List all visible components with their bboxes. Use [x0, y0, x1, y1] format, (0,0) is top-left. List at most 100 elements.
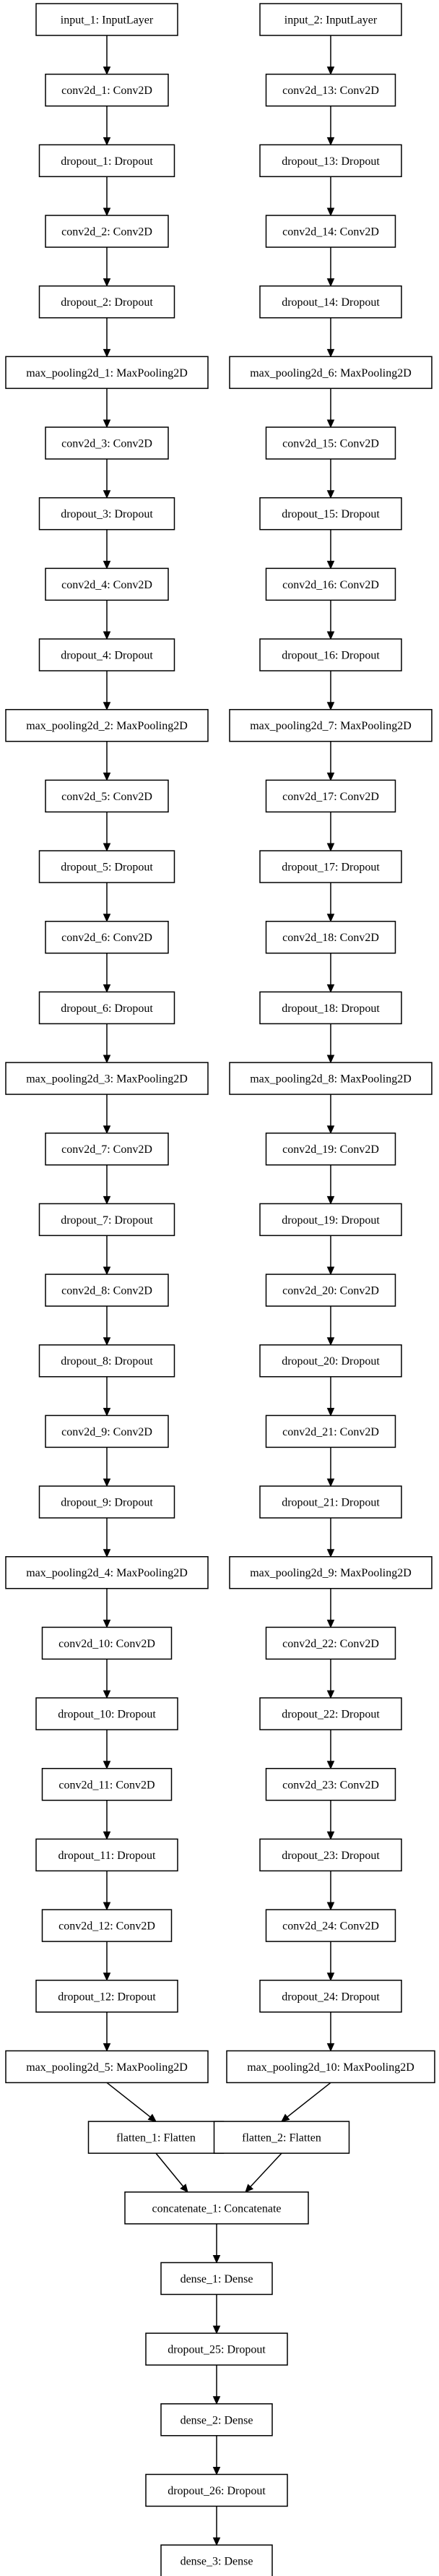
layer-box [35, 1697, 178, 1730]
layer-node-dropout-26: dropout_26: Dropout [145, 2473, 288, 2507]
layer-label: max_pooling2d_5: MaxPooling2D [26, 2061, 188, 2074]
edge-right-0 [326, 35, 335, 75]
layer-node-conv2d-16: conv2d_16: Conv2D [265, 567, 396, 601]
layer-label: conv2d_16: Conv2D [282, 579, 379, 591]
layer-label: conv2d_8: Conv2D [61, 1285, 152, 1297]
layer-label: conv2d_6: Conv2D [61, 932, 152, 944]
layer-node-conv2d-2: conv2d_2: Conv2D [45, 215, 169, 248]
layer-node-dropout-21: dropout_21: Dropout [259, 1485, 402, 1519]
edge-left-3 [103, 247, 111, 287]
layer-node-max-pooling2d-7: max_pooling2d_7: MaxPooling2D [229, 708, 433, 742]
arrowhead [326, 1619, 335, 1628]
layer-box [45, 920, 169, 954]
layer-label: max_pooling2d_6: MaxPooling2D [250, 367, 412, 379]
layer-box [41, 1626, 173, 1660]
edge-left-17 [103, 1235, 111, 1276]
layer-node-conv2d-24: conv2d_24: Conv2D [265, 1909, 396, 1942]
layer-box [45, 73, 169, 107]
layer-box [259, 144, 402, 178]
arrowhead [326, 1055, 335, 1064]
layer-node-conv2d-15: conv2d_15: Conv2D [265, 426, 396, 460]
edge-left-8 [103, 600, 111, 640]
layer-node-dropout-5: dropout_5: Dropout [38, 850, 175, 883]
edge-left-18 [103, 1306, 111, 1346]
layer-label: concatenate_1: Concatenate [152, 2202, 281, 2215]
edge-right-23 [326, 1659, 335, 1699]
edge-right-29 [281, 2082, 331, 2122]
arrowhead [103, 1478, 111, 1487]
layer-node-dropout-16: dropout_16: Dropout [259, 638, 402, 671]
arrowhead [103, 348, 111, 358]
edge-right-2 [326, 176, 335, 217]
layer-box [259, 1838, 402, 1872]
layer-label: dropout_18: Dropout [282, 1003, 380, 1015]
edge-merged-1 [212, 2294, 221, 2335]
layer-node-max-pooling2d-5: max_pooling2d_5: MaxPooling2D [5, 2050, 209, 2084]
layer-node-conv2d-11: conv2d_11: Conv2D [41, 1768, 173, 1801]
edge-left-22 [103, 1588, 111, 1628]
layer-label: conv2d_24: Conv2D [282, 1920, 379, 1933]
layer-node-conv2d-9: conv2d_9: Conv2D [45, 1414, 169, 1448]
layer-label: max_pooling2d_7: MaxPooling2D [250, 720, 412, 732]
layer-label: conv2d_3: Conv2D [61, 438, 152, 450]
edge-right-16 [326, 1164, 335, 1205]
arrowhead [103, 1337, 111, 1346]
layer-node-max-pooling2d-4: max_pooling2d_4: MaxPooling2D [5, 1555, 209, 1589]
edge-left-25 [103, 1800, 111, 1840]
layer-node-conv2d-22: conv2d_22: Conv2D [265, 1626, 396, 1660]
layer-label: max_pooling2d_3: MaxPooling2D [26, 1073, 188, 1086]
edge-left-23 [103, 1659, 111, 1699]
arrowhead [103, 631, 111, 640]
layer-node-dropout-6: dropout_6: Dropout [38, 991, 175, 1025]
layer-label: dropout_25: Dropout [168, 2344, 266, 2356]
layer-node-max-pooling2d-10: max_pooling2d_10: MaxPooling2D [226, 2050, 435, 2084]
layer-node-dropout-15: dropout_15: Dropout [259, 497, 402, 531]
edge-left-27 [103, 1941, 111, 1981]
layer-node-dropout-1: dropout_1: Dropout [38, 144, 175, 178]
edge-right-5 [326, 388, 335, 429]
layer-node-conv2d-21: conv2d_21: Conv2D [265, 1414, 396, 1448]
layer-node-conv2d-8: conv2d_8: Conv2D [45, 1274, 169, 1307]
layer-node-conv2d-5: conv2d_5: Conv2D [45, 779, 169, 813]
layer-box [160, 2403, 273, 2437]
layer-node-flatten-2: flatten_2: Flatten [213, 2121, 350, 2154]
layer-box [35, 1838, 178, 1872]
edge-left-24 [103, 1730, 111, 1769]
layer-box [5, 2050, 209, 2084]
edge-left-6 [103, 459, 111, 499]
layer-node-dropout-19: dropout_19: Dropout [259, 1203, 402, 1237]
edge-right-3 [326, 247, 335, 287]
edge-layer [103, 35, 335, 2546]
arrowhead [326, 560, 335, 570]
layer-label: conv2d_7: Conv2D [61, 1143, 152, 1156]
layer-box [259, 1697, 402, 1730]
layer-label: dense_1: Dense [181, 2273, 253, 2285]
layer-box [229, 1555, 433, 1589]
layer-label: dropout_3: Dropout [61, 508, 153, 520]
layer-box [265, 920, 396, 954]
arrowhead [103, 702, 111, 710]
layer-label: dropout_10: Dropout [58, 1709, 156, 1721]
arrowhead [103, 1972, 111, 1981]
layer-box [5, 1062, 209, 1095]
layer-node-conv2d-18: conv2d_18: Conv2D [265, 920, 396, 954]
layer-box [38, 1203, 175, 1237]
edge-left-14 [103, 1023, 111, 1064]
layer-node-dropout-12: dropout_12: Dropout [35, 1980, 178, 2013]
layer-box [35, 3, 178, 36]
layer-node-conv2d-13: conv2d_13: Conv2D [265, 73, 396, 107]
arrowhead [326, 207, 335, 217]
layer-box [5, 708, 209, 742]
layer-label: conv2d_2: Conv2D [61, 226, 152, 239]
layer-label: dropout_23: Dropout [282, 1850, 380, 1862]
layer-box [259, 1203, 402, 1237]
arrowhead [103, 1549, 111, 1558]
edge-right-13 [326, 953, 335, 993]
layer-label: max_pooling2d_9: MaxPooling2D [250, 1567, 412, 1579]
layer-label: dropout_7: Dropout [61, 1214, 153, 1227]
layer-node-conv2d-12: conv2d_12: Conv2D [41, 1909, 173, 1942]
edge-left-20 [103, 1447, 111, 1487]
edge-left-4 [103, 317, 111, 358]
arrowhead [326, 1478, 335, 1487]
layer-label: dropout_5: Dropout [61, 862, 153, 874]
